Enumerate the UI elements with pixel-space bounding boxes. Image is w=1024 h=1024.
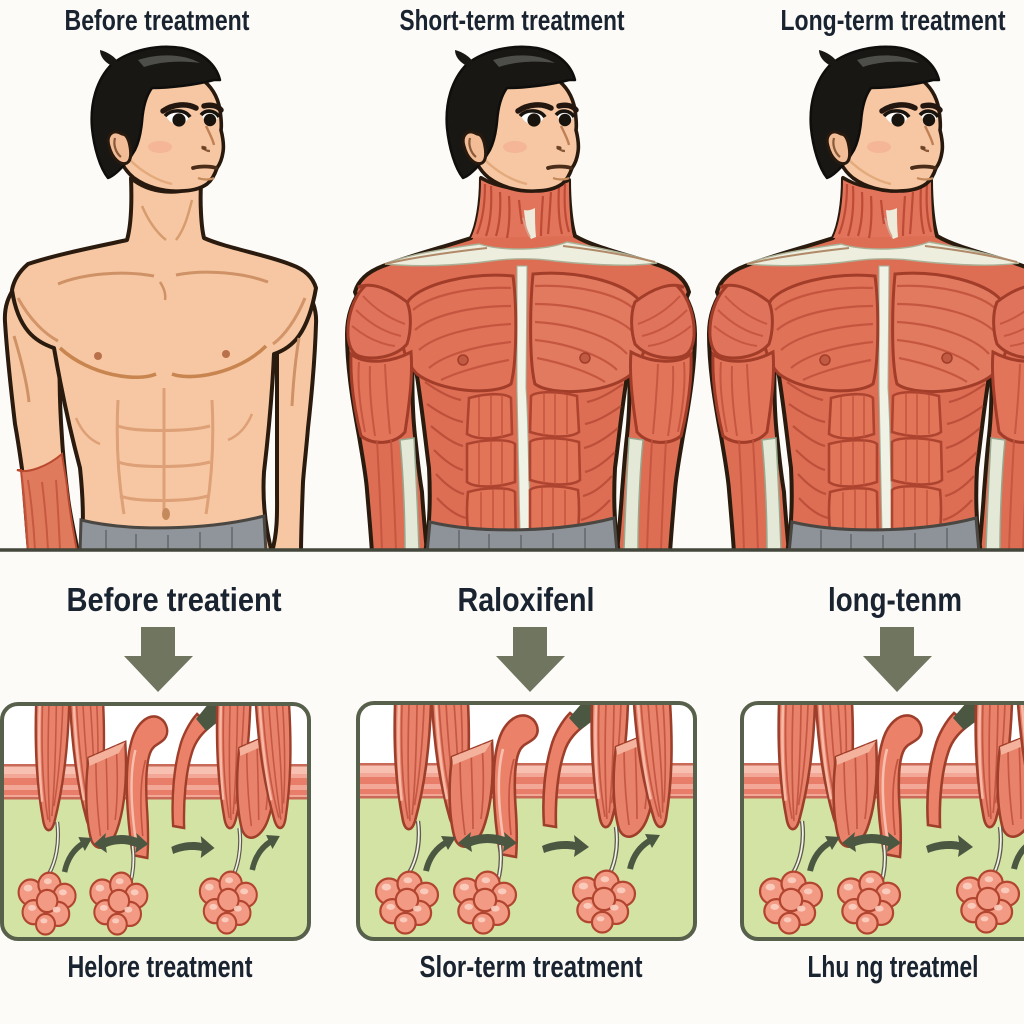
svg-text:long-tenm: long-tenm: [828, 581, 962, 618]
svg-text:Raloxifenl: Raloxifenl: [458, 581, 595, 618]
svg-text:Helore treatment: Helore treatment: [68, 949, 253, 984]
svg-text:Before treatment: Before treatment: [65, 5, 250, 37]
svg-text:Long-term treatment: Long-term treatment: [781, 5, 1006, 37]
svg-text:Before treatient: Before treatient: [67, 581, 282, 618]
svg-text:Short-term treatment: Short-term treatment: [400, 5, 625, 37]
svg-text:Lhu ng treatmel: Lhu ng treatmel: [808, 949, 979, 984]
svg-text:Slor-term treatment: Slor-term treatment: [420, 949, 643, 984]
